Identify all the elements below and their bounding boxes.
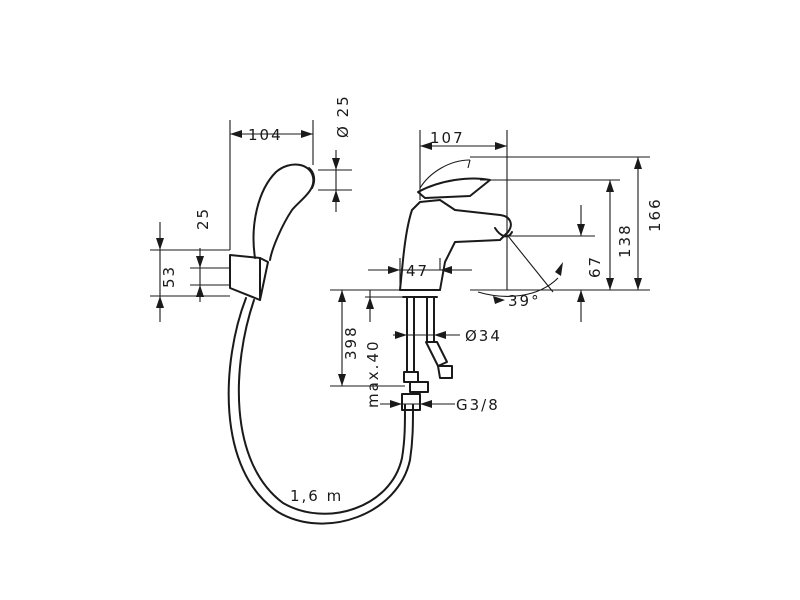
dim-holder: 53 25 [150, 207, 230, 322]
label-spout-angle: 39° [508, 292, 541, 310]
dim-spout-angle: 39° [477, 235, 563, 310]
dim-hose-diameter: Ø34 [393, 327, 502, 345]
label-body-width: 47 [406, 262, 429, 280]
dim-heights: 166 138 67 [470, 156, 664, 322]
label-height-138: 138 [616, 223, 634, 258]
mixer-lever [417, 159, 491, 199]
label-hose-length: 1,6 m [290, 487, 343, 505]
label-thread-max: max.40 [364, 339, 382, 408]
label-spray-diameter: Ø 25 [334, 94, 352, 138]
dim-spray-width: 104 [229, 120, 314, 250]
label-shank-length: 398 [342, 325, 360, 360]
label-hose-diameter: Ø34 [465, 327, 502, 345]
dim-connection: G3/8 [380, 396, 500, 414]
label-holder-height: 25 [194, 207, 212, 230]
dim-shank: 398 max.40 [330, 289, 405, 408]
supply-hoses [401, 296, 453, 411]
label-mixer-width: 107 [430, 129, 465, 147]
hose [227, 297, 414, 525]
label-height-166: 166 [646, 197, 664, 232]
hand-spray [252, 163, 316, 261]
dim-body-width: 47 [368, 258, 472, 290]
dim-mixer-width: 107 [419, 129, 508, 290]
dim-spray-diameter: Ø 25 [318, 94, 352, 212]
label-holder-total: 53 [160, 265, 178, 288]
label-connection: G3/8 [456, 396, 500, 414]
label-spout-height: 67 [586, 255, 604, 278]
label-spray-width: 104 [248, 126, 283, 144]
wall-holder [229, 254, 269, 301]
mixer-body [399, 199, 513, 298]
